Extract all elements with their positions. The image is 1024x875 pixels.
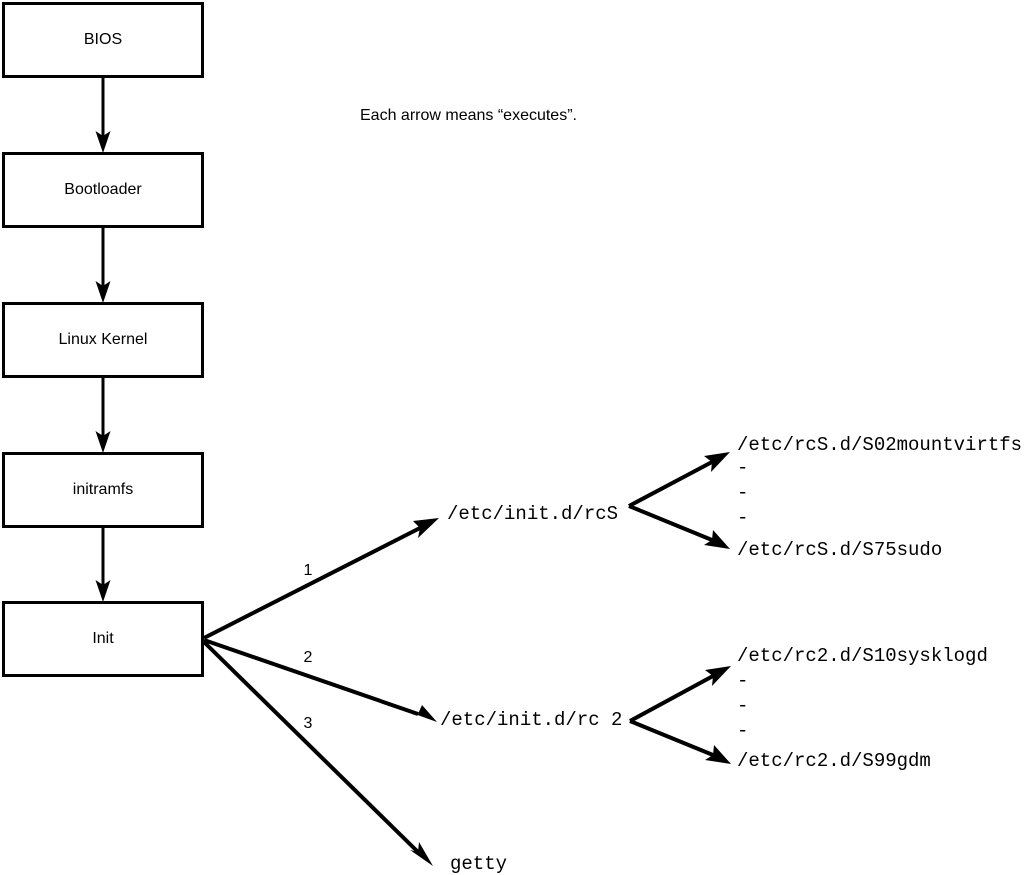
- node-init-box[interactable]: [2, 601, 204, 677]
- node-linux-kernel[interactable]: Linux Kernel: [2, 302, 204, 378]
- node-bios-label: BIOS: [84, 31, 122, 48]
- node-bios[interactable]: BIOS: [2, 2, 204, 78]
- node-init-label: Init: [92, 630, 114, 647]
- node-bootloader-label: Bootloader: [64, 181, 142, 198]
- node-bios-box[interactable]: [2, 2, 204, 78]
- edge-rcs-to-s02mountvirtfs: [628, 452, 730, 508]
- node-initramfs-label: initramfs: [73, 481, 133, 498]
- label-rc2-script-first: /etc/rc2.d/S10sysklogd: [737, 645, 988, 667]
- rc2-ellipsis-dash-1: -: [737, 670, 748, 692]
- node-bootloader[interactable]: Bootloader: [2, 152, 204, 228]
- arrow-head-icon: [95, 580, 111, 602]
- arrow-head-icon: [704, 452, 730, 472]
- rc2-ellipsis-dash-2: -: [737, 695, 748, 717]
- edge-bios-to-bootloader: [95, 77, 111, 153]
- arrow-head-icon: [410, 842, 433, 866]
- edge-init-to-getty: [202, 640, 433, 866]
- edge-label-2: 2: [304, 649, 313, 666]
- rcs-ellipsis-dash-1: -: [737, 457, 748, 479]
- node-linux-kernel-box[interactable]: [2, 302, 204, 378]
- arrow-head-icon: [412, 705, 437, 722]
- rcs-ellipsis-dash-3: -: [737, 507, 748, 529]
- legend-note: Each arrow means “executes”.: [360, 107, 577, 124]
- rcs-ellipsis-dash-2: -: [737, 482, 748, 504]
- arrow-head-icon: [95, 431, 111, 453]
- edge-rc2-to-s10sysklogd: [629, 666, 731, 723]
- arrow-head-icon: [705, 745, 731, 764]
- edge-label-3: 3: [304, 715, 313, 732]
- label-rcs-script-first: /etc/rcS.d/S02mountvirtfs: [737, 434, 1022, 456]
- label-rcs-script-last: /etc/rcS.d/S75sudo: [737, 539, 942, 561]
- label-init-d-rcs: /etc/init.d/rcS: [447, 503, 618, 525]
- edge-bootloader-to-kernel: [95, 227, 111, 303]
- edge-rcs-to-s75sudo: [628, 504, 730, 549]
- edge-rc2-to-s99gdm: [629, 719, 731, 764]
- arrow-head-icon: [705, 666, 731, 686]
- node-init[interactable]: Init: [2, 601, 204, 677]
- arrow-head-icon: [95, 281, 111, 303]
- edge-init-to-rcs: [203, 518, 439, 640]
- edge-kernel-to-initramfs: [95, 377, 111, 453]
- rc2-ellipsis-dash-3: -: [737, 720, 748, 742]
- label-getty: getty: [450, 853, 507, 875]
- edge-label-1: 1: [304, 562, 313, 579]
- node-linux-kernel-label: Linux Kernel: [59, 331, 148, 348]
- edge-initramfs-to-init: [95, 527, 111, 602]
- arrow-head-icon: [704, 530, 730, 549]
- node-bootloader-box[interactable]: [2, 152, 204, 228]
- label-rc2-script-last: /etc/rc2.d/S99gdm: [737, 750, 931, 772]
- node-initramfs-box[interactable]: [2, 452, 204, 528]
- node-initramfs[interactable]: initramfs: [2, 452, 204, 528]
- arrow-head-icon: [413, 518, 439, 538]
- edge-init-to-rc2: [203, 638, 437, 722]
- label-init-d-rc2: /etc/init.d/rc 2: [440, 709, 622, 731]
- arrow-head-icon: [95, 131, 111, 153]
